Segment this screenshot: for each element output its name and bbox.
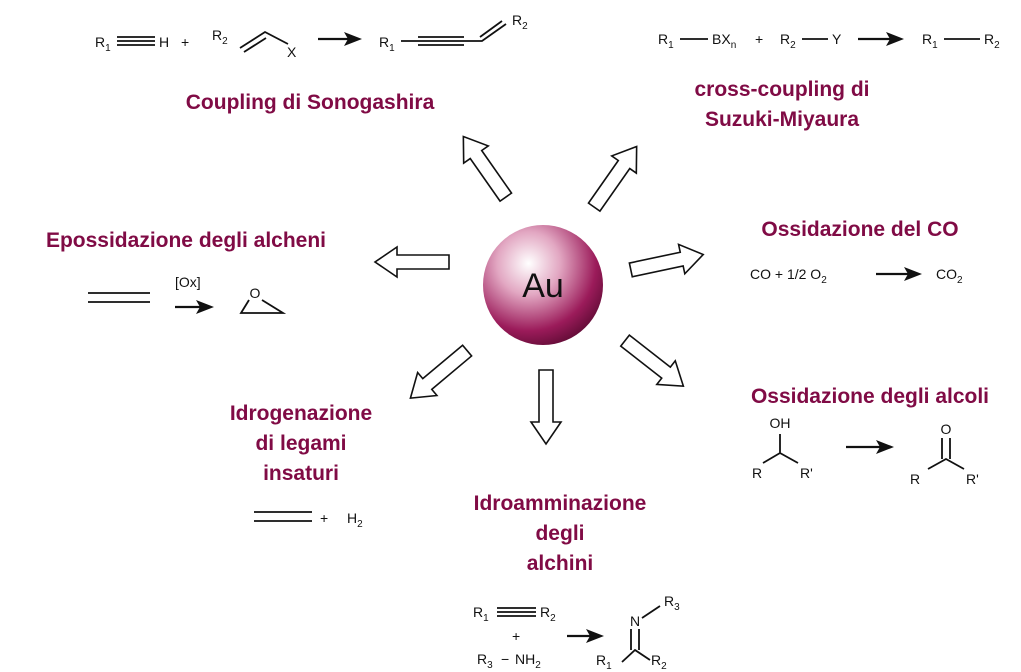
alkene-double-bond	[88, 292, 150, 303]
title-alcohol-oxidation: Ossidazione degli alcoli	[751, 385, 989, 408]
title-suzuki-line1: cross-coupling di	[694, 78, 869, 101]
alcohol-oxidation-scheme: OH R R' O R R'	[752, 415, 979, 487]
h-label: H	[159, 34, 169, 50]
triple-bond	[117, 36, 155, 46]
gold-sphere-ball	[483, 225, 603, 345]
title-sonogashira: Coupling di Sonogashira	[186, 91, 435, 114]
r3-product-label: R3	[664, 593, 680, 613]
hydroamination-scheme: R1 R2 + R3 − NH2 N R3 R1 R2	[473, 593, 680, 672]
title-co-oxidation: Ossidazione del CO	[761, 218, 958, 241]
r2-product-label: R2	[984, 31, 1000, 51]
r2-product-label: R2	[512, 12, 528, 32]
r-prime-label: R'	[800, 465, 813, 481]
ketone-bonds	[927, 438, 965, 470]
arrow-to-suzuki	[587, 145, 638, 213]
reaction-arrow	[318, 32, 362, 46]
gold-label: Au	[522, 267, 564, 305]
reaction-arrow	[846, 440, 894, 454]
r2-label: R2	[780, 31, 796, 51]
r1-label: R1	[473, 604, 489, 624]
r1-product-label: R1	[922, 31, 938, 51]
epoxide-ring	[239, 299, 287, 314]
enyne-bonds	[401, 20, 507, 46]
block-arrow	[619, 333, 685, 388]
co-oxidation-scheme: CO + 1/2 O2 CO2	[750, 266, 963, 286]
oxygen-label: O	[250, 285, 261, 301]
reaction-arrow	[876, 267, 922, 281]
nitrogen-label: N	[630, 613, 640, 629]
oxidant-label: [Ox]	[175, 274, 201, 290]
r1-product-label: R1	[379, 34, 395, 54]
x-label: X	[287, 44, 297, 60]
title-hydroamination-line2: degli	[535, 522, 584, 545]
reaction-arrow	[175, 300, 214, 314]
arrow-to-hydroamination	[529, 369, 563, 446]
plus-sign: +	[320, 510, 328, 526]
oxygen-label: O	[941, 421, 952, 437]
plus-sign: +	[181, 34, 189, 50]
arrow-to-co-oxidation	[628, 243, 705, 278]
block-arrow	[373, 245, 450, 279]
r-label: R	[752, 465, 762, 481]
r2-label: R2	[540, 604, 556, 624]
arrow-to-epoxidation	[373, 245, 450, 279]
arrow-to-sonogashira	[462, 135, 513, 203]
bond-dash: −	[501, 651, 509, 667]
r-label: R	[910, 471, 920, 487]
suzuki-scheme: R1 BXn + R2 Y R1 R2	[658, 31, 1000, 51]
title-hydrogenation-line3: insaturi	[263, 462, 339, 485]
hydrogenation-scheme: + H2	[254, 510, 363, 530]
sonogashira-scheme: R1 H + R2 X R1 R2	[95, 12, 528, 60]
r2-label: R2	[212, 27, 228, 47]
title-suzuki-line2: Suzuki-Miyaura	[705, 108, 859, 131]
block-arrow	[462, 135, 513, 203]
title-hydrogenation-line1: Idrogenazione	[230, 402, 372, 425]
plus-sign: +	[512, 628, 520, 644]
title-epoxidation: Epossidazione degli alcheni	[46, 229, 326, 252]
r2-product-label: R2	[651, 652, 667, 672]
title-hydroamination-line1: Idroamminazione	[474, 492, 647, 515]
co-reactants: CO + 1/2 O2	[750, 266, 827, 286]
plus-sign: +	[755, 31, 763, 47]
h2-label: H2	[347, 510, 363, 530]
r-prime-label: R'	[966, 471, 979, 487]
block-arrow	[587, 145, 638, 213]
r1-product-label: R1	[596, 652, 612, 672]
block-arrow	[529, 369, 563, 446]
imine-bonds	[621, 605, 661, 663]
alcohol-bonds	[762, 434, 799, 464]
block-arrow	[628, 243, 705, 278]
arrow-to-hydrogenation	[409, 344, 473, 400]
nh2-label: NH2	[515, 651, 541, 671]
arrow-to-alcohol-oxidation	[619, 333, 685, 388]
hydroxyl-label: OH	[770, 415, 791, 431]
epoxidation-scheme: [Ox] O	[88, 274, 287, 314]
vinyl-bond	[239, 30, 289, 53]
reaction-arrow	[858, 32, 904, 46]
title-hydrogenation-line2: di legami	[255, 432, 346, 455]
block-arrow	[409, 344, 473, 400]
r1-label: R1	[658, 31, 674, 51]
alkene-double-bond	[254, 511, 312, 522]
bxn-label: BXn	[712, 31, 736, 51]
title-hydroamination-line3: alchini	[527, 552, 594, 575]
y-label: Y	[832, 31, 842, 47]
r3-label: R3	[477, 651, 493, 671]
reaction-arrow	[567, 629, 604, 643]
co2-product: CO2	[936, 266, 963, 286]
r1-alkyne-label: R1	[95, 34, 111, 54]
triple-bond	[497, 607, 536, 617]
gold-sphere: Au	[483, 225, 603, 345]
